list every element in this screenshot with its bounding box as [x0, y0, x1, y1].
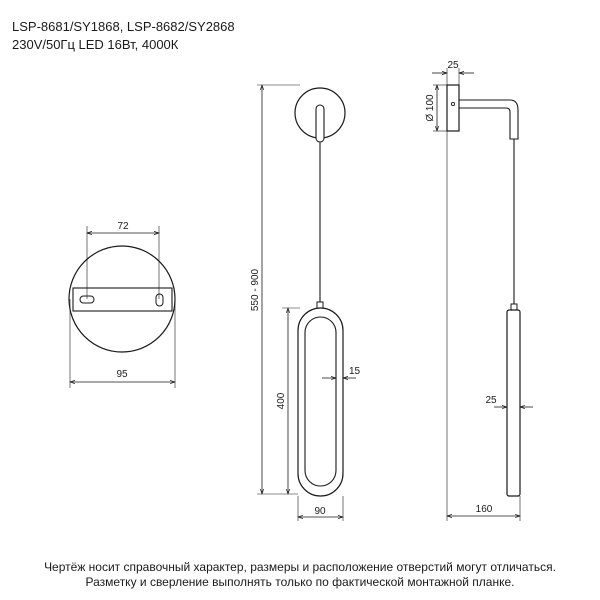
mount-slot-right [155, 293, 164, 307]
dim-base-depth-label: 25 [447, 60, 459, 71]
dim-cable-label: 550 - 900 [250, 268, 261, 311]
side-view: 25 Ø 100 25 160 [425, 60, 533, 521]
disclaimer-line-1: Чертёж носит справочный характер, размер… [44, 560, 556, 574]
tube-body [506, 309, 521, 497]
front-view: 550 - 900 400 90 15 [250, 85, 361, 521]
dim-72-label: 72 [117, 221, 129, 232]
arm-holder [315, 104, 325, 143]
base-screw [450, 101, 456, 107]
dim-base-diameter-label: Ø 100 [425, 94, 436, 122]
cable-connector [316, 301, 324, 309]
mount-plate-view: 72 95 [68, 221, 176, 388]
side-wall-base [446, 84, 460, 132]
ring-inner [304, 316, 337, 487]
side-arm [459, 99, 519, 140]
dim-400-label: 400 [276, 392, 287, 409]
ring-outer [297, 307, 344, 497]
dim-tube-label: 25 [485, 395, 497, 406]
disclaimer-line-2: Разметку и сверление выполнять только по… [85, 575, 515, 589]
electrical-specs: 230V/50Гц LED 16Вт, 4000К [12, 37, 179, 52]
dim-90-label: 90 [314, 506, 326, 517]
dim-15-label: 15 [349, 366, 361, 377]
dim-160-label: 160 [476, 504, 493, 515]
side-connector [510, 303, 518, 311]
dim-95-label: 95 [116, 369, 128, 380]
mount-bracket [72, 287, 173, 312]
model-numbers: LSP-8681/SY1868, LSP-8682/SY2868 [12, 19, 235, 34]
